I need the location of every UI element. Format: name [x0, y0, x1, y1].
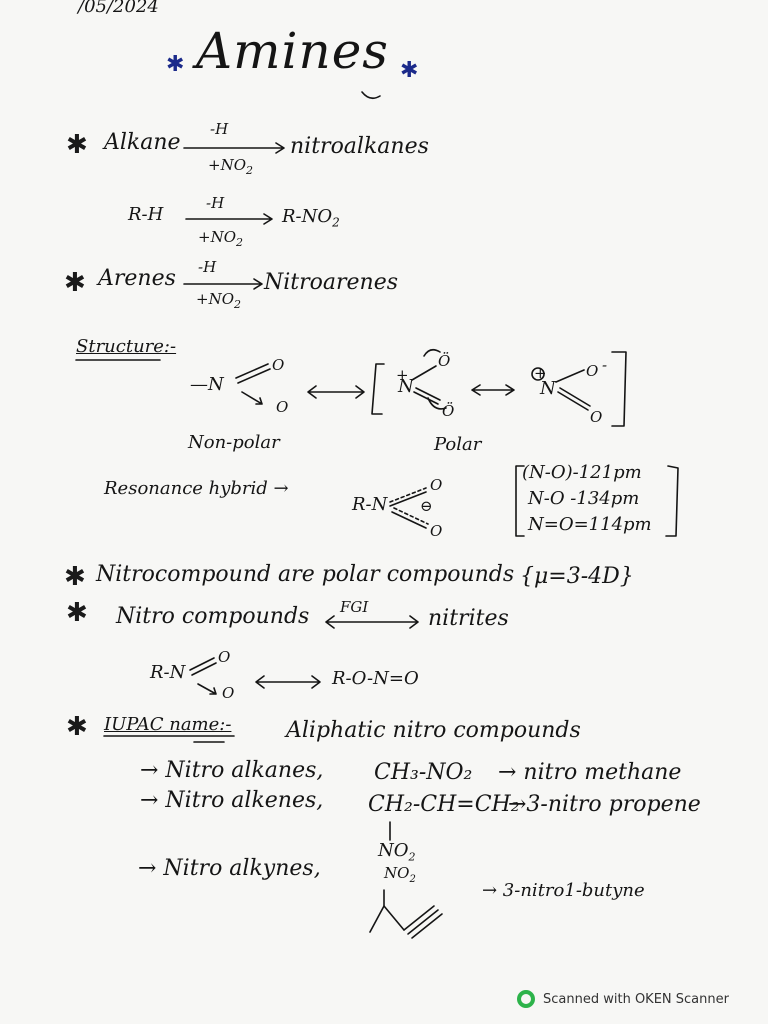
bond-length-2: N-O -134pm — [528, 488, 640, 509]
resonance-o-top: O — [430, 476, 443, 494]
s2-curly-bottom — [427, 397, 447, 410]
bullet-star-icon: ✱ — [64, 268, 86, 298]
resonance-formula: R-N — [352, 494, 388, 515]
s3-o-top: O — [586, 362, 599, 380]
isomer-right: R-O-N=O — [332, 668, 419, 689]
dipole-note: {μ=3-4D} — [520, 564, 634, 589]
iupac-item-2-prefix: → Nitro alkenes, — [140, 788, 324, 813]
reaction-arrow-3 — [183, 278, 263, 290]
bond-length-1: (N-O)-121pm — [522, 462, 642, 483]
s2-bond-bottom — [413, 387, 441, 405]
s2-o-top: Ö — [438, 352, 451, 370]
isomer-double-bond — [189, 657, 217, 676]
star-icon: ✱ — [400, 58, 419, 83]
hybrid-bond-bottom — [391, 511, 427, 529]
left-bracket — [371, 363, 385, 415]
fgi-label: FGI — [340, 598, 369, 616]
s3-plus-circle — [531, 367, 545, 381]
s1-dative-bond — [241, 391, 263, 405]
iupac-subheading: Aliphatic nitro compounds — [286, 718, 581, 743]
nitroarenes-label: Nitroarenes — [264, 270, 399, 295]
structure-heading: Structure:- — [76, 336, 177, 357]
s2-o-bottom: Ö — [442, 402, 455, 420]
arrow-bottom-label: +NO2 — [196, 290, 241, 311]
nonpolar-label: Non-polar — [188, 432, 280, 453]
nitroalkanes-label: nitroalkanes — [290, 134, 429, 159]
iupac-item-2-formula: CH₂-CH=CH₂ — [368, 792, 520, 817]
isomer-arrow — [255, 675, 321, 689]
alkene-no2: NO2 — [378, 840, 416, 864]
scanner-logo-icon — [517, 990, 535, 1008]
iupac-item-3-result: → 3-nitro1-butyne — [482, 880, 645, 901]
hybrid-bond-top — [389, 487, 427, 503]
date: /05/2024 — [78, 0, 159, 17]
s1-o-bottom: O — [276, 398, 289, 416]
iupac-item-2-result: →3-nitro propene — [508, 792, 701, 817]
arrow-top-label: -H — [210, 120, 229, 138]
alkyne-no2: NO2 — [384, 864, 416, 885]
polar-note: Nitrocompound are polar compounds — [96, 562, 515, 587]
isomer-left: R-N — [150, 662, 186, 683]
fgi-arrow — [325, 615, 419, 629]
s1-double-bond — [235, 363, 271, 384]
iupac-item-1-result: → nitro methane — [498, 760, 682, 785]
rh-label: R-H — [128, 204, 164, 225]
title-swash — [361, 91, 381, 100]
alkyne-skeleton — [369, 905, 405, 933]
fgi-left: Nitro compounds — [116, 604, 310, 629]
isomer-o-bottom: O — [222, 684, 235, 702]
resonance-arrow-1 — [307, 385, 365, 399]
star-icon: ✱ — [166, 52, 185, 77]
bond-box — [515, 465, 679, 537]
s3-minus: - — [602, 356, 608, 374]
iupac-item-1-prefix: → Nitro alkanes, — [140, 758, 324, 783]
reaction-arrow-1 — [183, 142, 285, 154]
arrow-top-label: -H — [198, 258, 217, 276]
s2-bond-top — [411, 365, 437, 381]
iupac-underline — [103, 735, 235, 743]
hybrid-bond-top-solid — [389, 491, 427, 507]
resonance-o-bottom: O — [430, 522, 443, 540]
arrow-top-label: -H — [206, 194, 225, 212]
s1-n: —N — [190, 374, 224, 395]
right-bracket — [611, 351, 627, 427]
arrow-bottom-label: +NO2 — [198, 228, 243, 249]
resonance-arrow-2 — [471, 384, 515, 396]
arrow-bottom-label: +NO2 — [208, 156, 253, 177]
minus-circle-icon: ⊖ — [420, 497, 433, 515]
isomer-o-top: O — [218, 648, 231, 666]
s3-n: N — [540, 378, 556, 399]
s1-o-top: O — [272, 356, 285, 374]
page-title: Amines — [196, 22, 389, 80]
reaction-arrow-2 — [185, 213, 273, 225]
s2-n: N — [398, 376, 414, 397]
s2-plus: + — [396, 366, 409, 384]
isomer-dative — [197, 683, 217, 695]
iupac-heading: IUPAC name:- — [104, 714, 232, 735]
s3-bond-top — [555, 369, 585, 383]
bullet-star-icon: ✱ — [66, 130, 88, 160]
fgi-right: nitrites — [428, 606, 509, 631]
alkyne-triple-bond — [403, 905, 443, 939]
hybrid-bond-bottom-dash — [393, 507, 429, 525]
s3-bond-bottom — [557, 387, 591, 411]
scanner-label: Scanned with OKEN Scanner — [543, 991, 729, 1007]
iupac-item-3-prefix: → Nitro alkynes, — [138, 856, 321, 881]
bullet-star-icon: ✱ — [66, 712, 88, 742]
scanner-watermark: Scanned with OKEN Scanner — [517, 990, 729, 1008]
rno2-label: R-NO2 — [282, 206, 340, 230]
resonance-label: Resonance hybrid → — [104, 478, 289, 499]
alkane-label: Alkane — [104, 130, 181, 155]
arenes-label: Arenes — [98, 266, 176, 291]
bullet-star-icon: ✱ — [66, 598, 88, 628]
polar-label: Polar — [434, 434, 482, 455]
iupac-item-1-formula: CH₃-NO₂ — [374, 760, 473, 785]
s2-curly-top — [423, 348, 441, 357]
bullet-star-icon: ✱ — [64, 562, 86, 592]
s3-o-bottom: O — [590, 408, 603, 426]
bond-length-3: N=O=114pm — [528, 514, 652, 535]
